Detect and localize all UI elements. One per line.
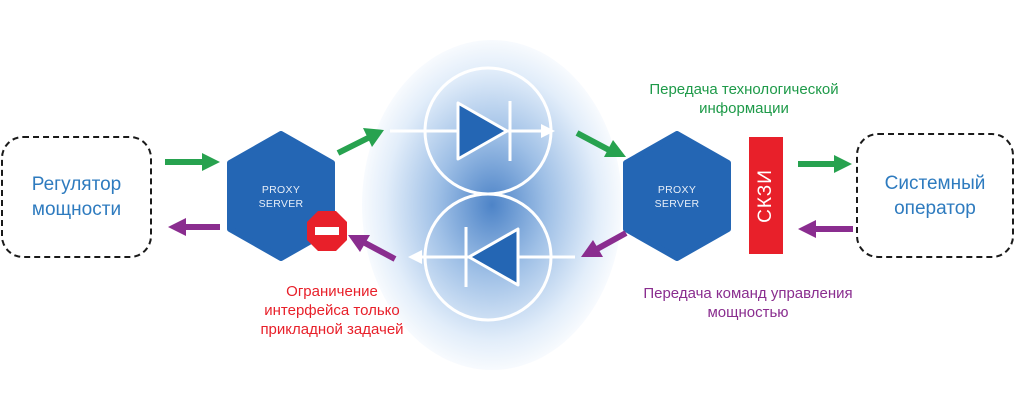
proxy-server-left-hexagon — [227, 131, 335, 261]
skzi-block: СКЗИ — [749, 137, 783, 254]
power-regulator-box: Регулятор мощности — [1, 136, 152, 258]
purple-arrow-diode-to-proxy — [348, 235, 397, 262]
power-regulator-label: Регулятор мощности — [31, 174, 122, 220]
green-arrow-skzi-to-operator — [798, 155, 852, 173]
proxy-server-right-label: PROXY SERVER — [654, 184, 700, 210]
purple-arrow-proxy-to-diode — [581, 230, 628, 257]
proxy-server-left-label: PROXY SERVER — [258, 184, 304, 210]
proxy-server-right-hexagon — [623, 131, 731, 261]
green-arrow-regulator-to-proxy — [165, 153, 220, 171]
tech-info-note: Передача технологической информации — [649, 81, 839, 117]
system-operator-box: Системный оператор — [856, 133, 1014, 258]
data-diode-glow — [362, 40, 622, 370]
restriction-note: Ограничение интерфейса только прикладной… — [260, 283, 404, 338]
purple-arrow-proxy-to-regulator — [168, 218, 220, 236]
diode-reverse-icon — [423, 192, 553, 322]
green-arrow-diode-to-proxy — [575, 130, 626, 157]
no-entry-icon — [307, 211, 347, 251]
purple-arrow-operator-to-skzi — [798, 220, 853, 238]
control-commands-note: Передача команд управления мощностью — [643, 285, 853, 321]
green-arrow-proxy-to-diode — [336, 128, 384, 156]
system-operator-label: Системный оператор — [884, 172, 986, 219]
